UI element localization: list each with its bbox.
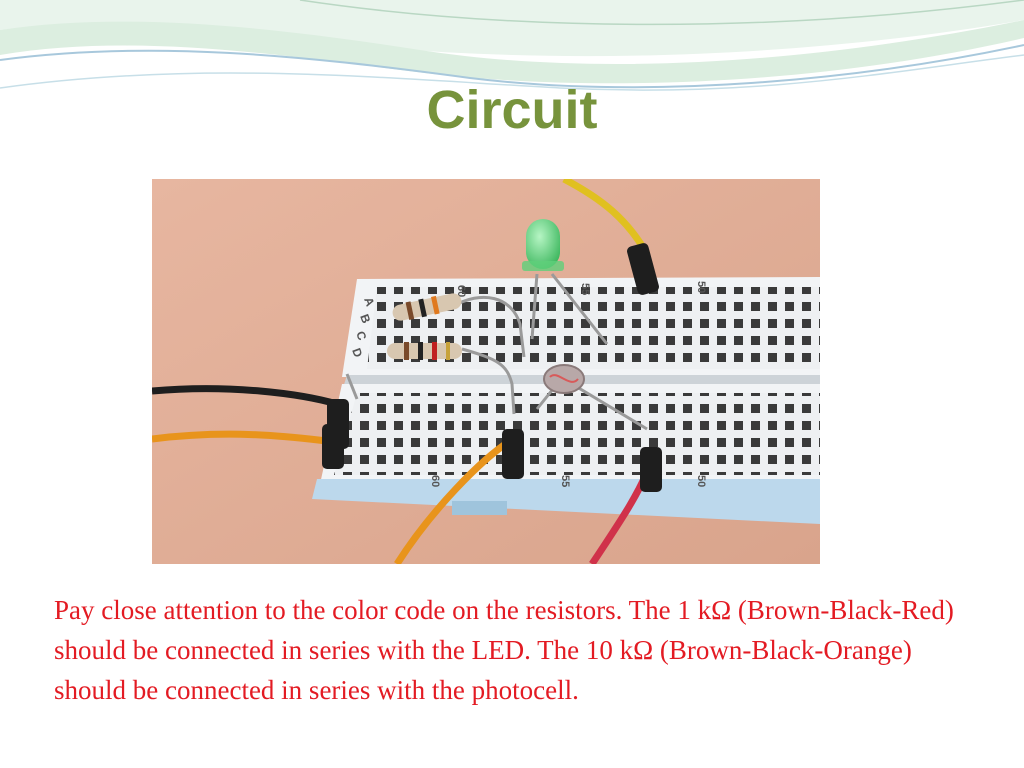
resistor-10k — [392, 293, 462, 321]
slide-title: Circuit — [426, 80, 598, 140]
photocell — [543, 364, 585, 394]
column-number-50-bottom: 50 — [695, 475, 707, 487]
column-number-55-bottom: 55 — [559, 475, 571, 487]
slide-body-text: Pay close attention to the color code on… — [54, 595, 954, 705]
wire-yellow — [562, 179, 659, 295]
column-number-60-bottom: 60 — [429, 475, 441, 487]
column-number-55-top: 55 — [579, 283, 591, 295]
wire-orange-left — [152, 424, 344, 469]
resistor-1k — [387, 342, 462, 360]
header-swoosh-decoration — [0, 0, 1024, 91]
column-number-60-top: 60 — [455, 285, 467, 297]
column-number-50-top: 50 — [695, 281, 707, 293]
led-green — [522, 219, 564, 271]
wire-orange-bottom — [394, 429, 524, 564]
wire-red — [589, 447, 662, 564]
breadboard-lower — [312, 384, 820, 524]
breadboard-illustration: A B C D 60 55 50 60 55 50 — [152, 179, 820, 564]
breadboard-photo: A B C D 60 55 50 60 55 50 — [152, 179, 820, 564]
